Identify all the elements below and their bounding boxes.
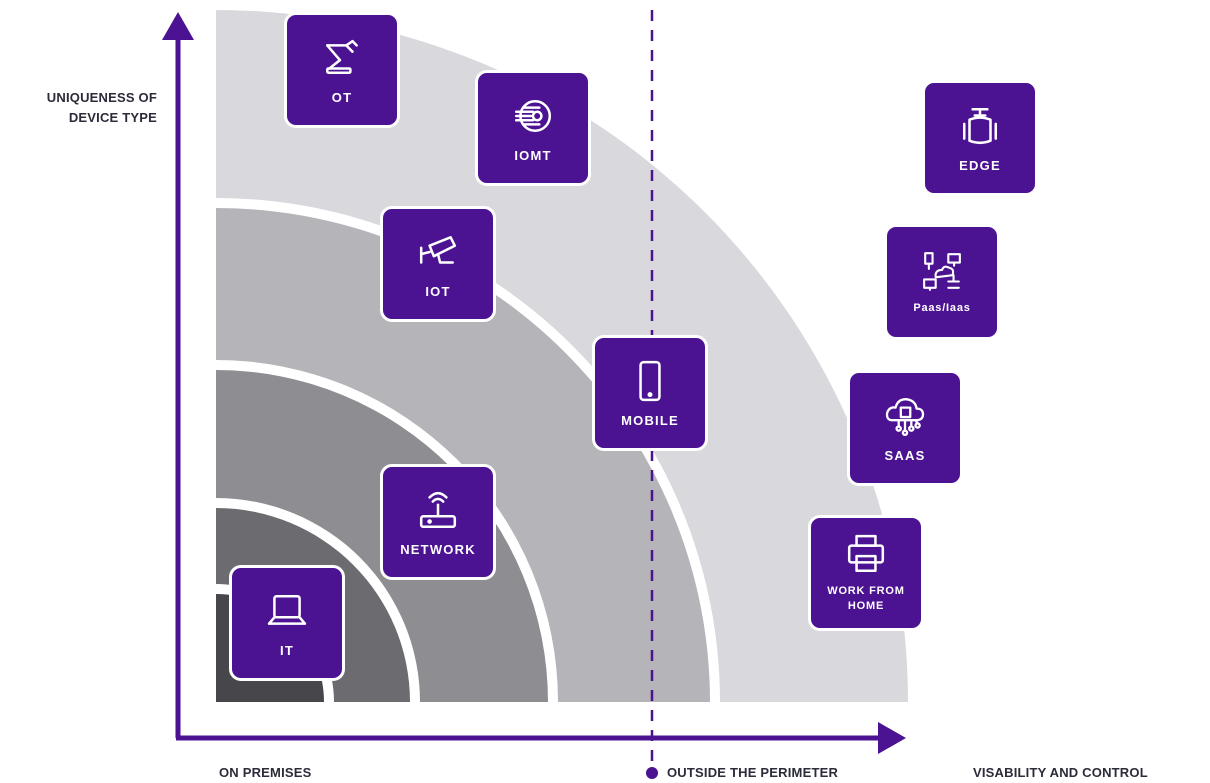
robot-arm-icon xyxy=(318,36,366,80)
tile-mobile-label: MOBILE xyxy=(621,412,679,428)
tile-edge-label: EDGE xyxy=(959,157,1001,173)
pipeline-valve-icon xyxy=(956,104,1004,148)
y-axis-arrowhead xyxy=(162,12,194,40)
tile-iomt[interactable]: IOMT xyxy=(475,70,591,186)
tile-mobile[interactable]: MOBILE xyxy=(592,335,708,451)
y-axis-label-line2: DEVICE TYPE xyxy=(68,110,157,125)
y-axis-label: UNIQUENESS OF DEVICE TYPE xyxy=(0,88,157,128)
tile-it-label: IT xyxy=(280,642,294,658)
tile-network[interactable]: NETWORK xyxy=(380,464,496,580)
x-axis-label-on-premises: ON PREMISES xyxy=(219,765,312,780)
tile-iomt-label: IOMT xyxy=(514,147,552,163)
network-cloud-icon xyxy=(918,249,966,293)
x-axis-label-outside-perimeter: OUTSIDE THE PERIMETER xyxy=(667,765,839,780)
tile-edge[interactable]: EDGE xyxy=(922,80,1038,196)
smartphone-icon xyxy=(626,359,674,403)
tile-network-label: NETWORK xyxy=(400,541,476,557)
security-camera-icon xyxy=(414,230,462,274)
tile-ot[interactable]: OT xyxy=(284,12,400,128)
tile-paas-label: Paas/Iaas xyxy=(913,301,971,314)
tile-it[interactable]: IT xyxy=(229,565,345,681)
tile-saas-label: SAAS xyxy=(884,447,926,463)
tile-iot-label: IOT xyxy=(425,283,451,299)
tile-iot[interactable]: IOT xyxy=(380,206,496,322)
y-axis-label-line1: UNIQUENESS OF xyxy=(46,90,157,105)
perimeter-marker-dot xyxy=(646,767,658,779)
laptop-icon xyxy=(263,589,311,633)
cloud-chip-icon xyxy=(881,394,929,438)
medical-device-icon xyxy=(509,94,557,138)
tile-saas[interactable]: SAAS xyxy=(847,370,963,486)
printer-icon xyxy=(842,532,890,576)
tile-ot-label: OT xyxy=(331,89,353,105)
tile-paas[interactable]: Paas/Iaas xyxy=(884,224,1000,340)
x-axis-label-visibility-control: VISABILITY AND CONTROL xyxy=(973,765,1148,780)
x-axis-arrowhead xyxy=(878,722,906,754)
router-icon xyxy=(414,488,462,532)
tile-wfh-label: WORK FROM HOME xyxy=(827,585,905,612)
tile-wfh[interactable]: WORK FROM HOME xyxy=(808,515,924,631)
axes xyxy=(162,12,906,754)
